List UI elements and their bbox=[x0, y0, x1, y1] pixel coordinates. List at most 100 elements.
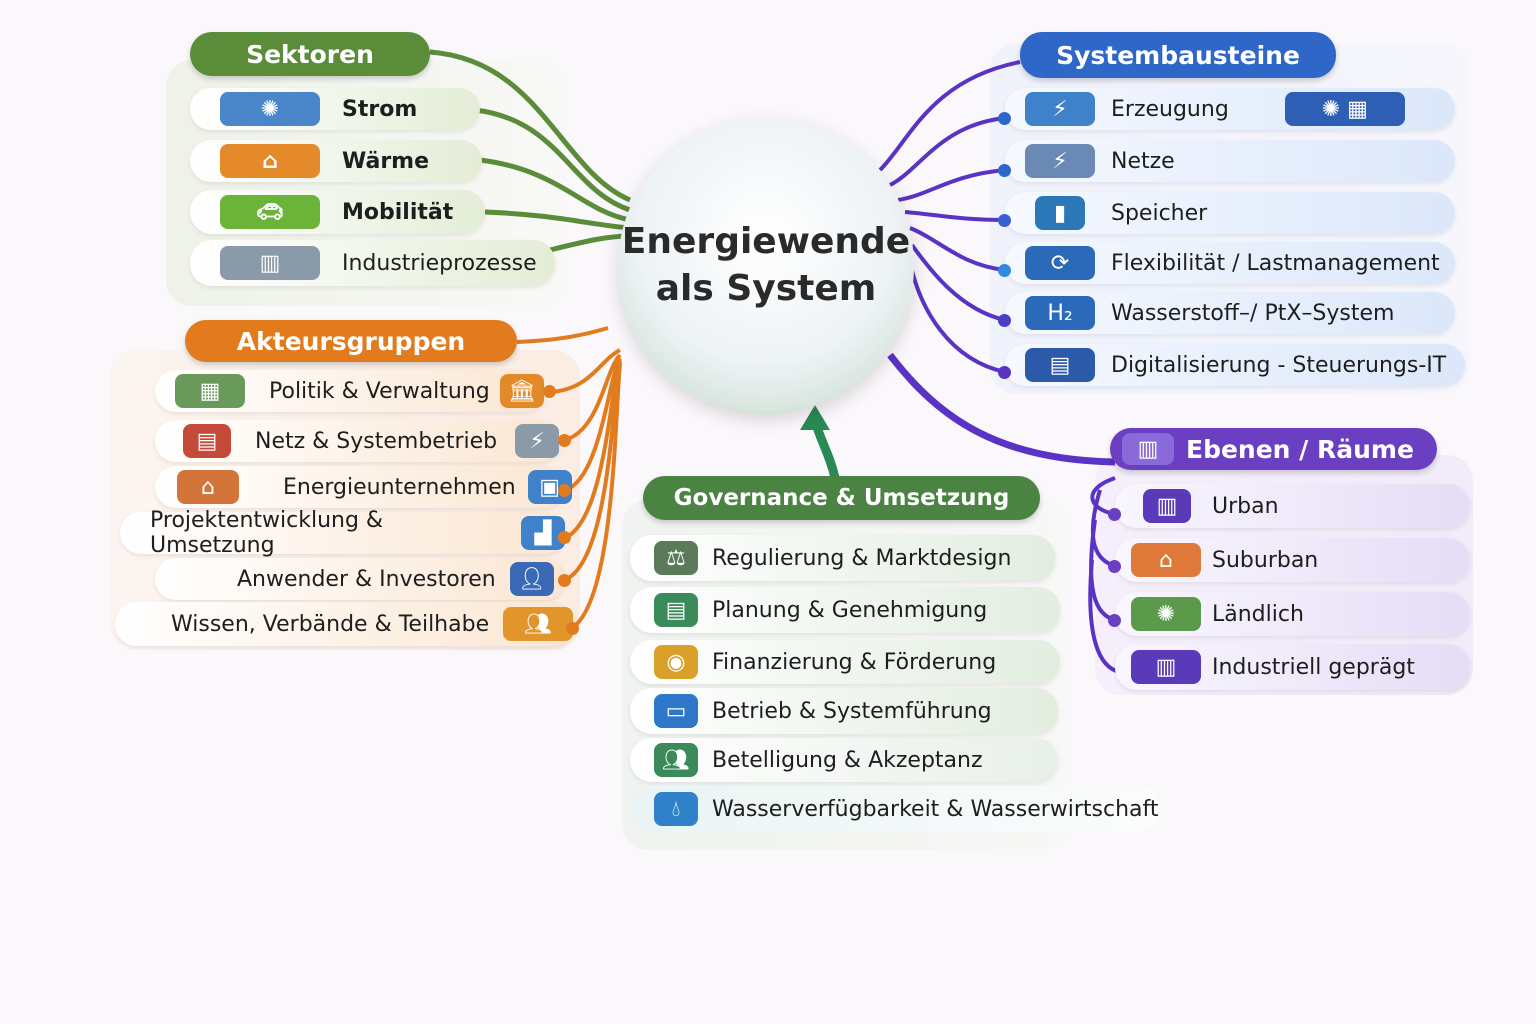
akteur-label: Politik & Verwaltung bbox=[269, 378, 490, 404]
system-label: Netze bbox=[1111, 148, 1175, 174]
connector-dot bbox=[558, 434, 571, 447]
system-label: Speicher bbox=[1111, 200, 1208, 226]
governance-item[interactable]: ▭ Betrieb & Systemführung bbox=[630, 688, 1058, 734]
system-label: Erzeugung bbox=[1111, 96, 1229, 122]
ebene-label: Industriell geprägt bbox=[1212, 654, 1415, 680]
akteur-item[interactable]: Anwender & Investoren 👤︎ bbox=[155, 558, 565, 600]
akteur-item[interactable]: ▤ Netz & Systembetrieb ⚡︎ bbox=[155, 420, 560, 462]
connector-dot bbox=[998, 112, 1011, 125]
governance-label: Betelligung & Akzeptanz bbox=[712, 747, 983, 773]
central-topic[interactable]: Energiewende als System bbox=[618, 118, 914, 414]
ebene-item[interactable]: ⌂ Suburban bbox=[1115, 538, 1470, 582]
system-header[interactable]: Systembausteine bbox=[1020, 32, 1336, 78]
buildings-icon: ▥ bbox=[1122, 433, 1174, 465]
participation-icon: 👥︎ bbox=[654, 743, 698, 777]
generation-icon: ⚡︎ bbox=[1025, 92, 1095, 126]
akteur-label: Anwender & Investoren bbox=[237, 566, 496, 592]
governance-item[interactable]: ⚖︎ Regulierung & Marktdesign bbox=[630, 535, 1055, 581]
investor-icon: 👤︎ bbox=[509, 562, 554, 596]
plant-icon: ⌂ bbox=[177, 470, 239, 504]
ebene-item[interactable]: ▥ Industriell geprägt bbox=[1115, 644, 1470, 690]
akteur-label: Wissen, Verbände & Teilhabe bbox=[171, 611, 490, 637]
connector-dot bbox=[566, 622, 579, 635]
akteur-item[interactable]: ⌂Energieunternehmen▣ bbox=[155, 466, 572, 508]
connector-dot bbox=[998, 366, 1011, 379]
connector-dot bbox=[998, 264, 1011, 277]
akteur-item[interactable]: ▦ Politik & Verwaltung 🏛︎ bbox=[155, 370, 545, 412]
sektor-label: Wärme bbox=[342, 148, 430, 174]
governance-item[interactable]: ▤ Planung & Genehmigung bbox=[630, 587, 1060, 633]
ebene-item[interactable]: ✺ Ländlich bbox=[1115, 592, 1470, 636]
coins-icon: ◉ bbox=[654, 645, 698, 679]
system-item[interactable]: ▤ Digitalisierung - Steuerungs-IT bbox=[1005, 344, 1465, 386]
ebene-item[interactable]: ▥ Urban bbox=[1115, 484, 1470, 528]
ebenen-header[interactable]: ▥ Ebenen / Räume bbox=[1110, 428, 1437, 470]
governance-header[interactable]: Governance & Umsetzung bbox=[643, 476, 1040, 520]
governance-label: Regulierung & Marktdesign bbox=[712, 545, 1012, 571]
control-room-icon: ▤ bbox=[183, 424, 231, 458]
center-title-line2: als System bbox=[655, 268, 877, 309]
connector-dot bbox=[1108, 560, 1121, 573]
ebene-label: Urban bbox=[1212, 493, 1279, 519]
system-label: Flexibilität / Lastmanagement bbox=[1111, 250, 1440, 276]
connector-dot bbox=[1108, 508, 1121, 521]
ebenen-title: Ebenen / Räume bbox=[1186, 434, 1414, 464]
akteur-label: Netz & Systembetrieb bbox=[255, 428, 498, 454]
flexibility-icon: ⟳ bbox=[1025, 246, 1095, 280]
connector-dot bbox=[558, 484, 571, 497]
system-item[interactable]: ⚡︎ Netze bbox=[1005, 140, 1455, 182]
connector-dot bbox=[558, 531, 571, 544]
wind-solar-icon: ✺ bbox=[220, 92, 320, 126]
connector-dot bbox=[1108, 614, 1121, 627]
akteur-item[interactable]: Projektentwicklung & Umsetzung▟ bbox=[120, 508, 565, 558]
center-title-line1: Energiewende bbox=[621, 221, 911, 263]
connector-dot bbox=[998, 314, 1011, 327]
suburb-icon: ⌂ bbox=[1131, 543, 1201, 577]
sektor-item-waerme[interactable]: ⌂ Wärme bbox=[190, 140, 482, 182]
house-heat-icon: ⌂ bbox=[220, 144, 320, 178]
governance-label: Planung & Genehmigung bbox=[712, 597, 988, 623]
ebene-label: Ländlich bbox=[1212, 601, 1304, 627]
sektoren-header[interactable]: Sektoren bbox=[190, 32, 430, 76]
sektor-item-strom[interactable]: ✺Strom bbox=[190, 88, 480, 130]
pylon-icon: ⚡︎ bbox=[515, 424, 560, 458]
connector-dot bbox=[543, 385, 556, 398]
grid-icon: ⚡︎ bbox=[1025, 144, 1095, 178]
monitor-icon: ▭ bbox=[654, 694, 698, 728]
sektor-label: Industrieprozesse bbox=[342, 250, 537, 276]
digital-icon: ▤ bbox=[1025, 348, 1095, 382]
battery-icon: ▮ bbox=[1035, 196, 1085, 230]
connector-dot bbox=[998, 214, 1011, 227]
system-item[interactable]: ⚡︎ Erzeugung ✺ ▦ bbox=[1005, 88, 1455, 130]
scales-icon: ⚖︎ bbox=[654, 541, 698, 575]
system-item[interactable]: ▮ Speicher bbox=[1005, 192, 1455, 234]
sektor-label: Mobilität bbox=[342, 199, 454, 225]
factory-icon: ▥ bbox=[220, 246, 320, 280]
government-icon: 🏛︎ bbox=[499, 374, 544, 408]
city-icon: ▥ bbox=[1143, 489, 1191, 523]
governance-label: Wasserverfügbarkeit & Wasserwirtschaft bbox=[712, 796, 1159, 822]
akteure-header[interactable]: Akteursgruppen bbox=[185, 320, 517, 362]
governance-item[interactable]: ◉Finanzierung & Förderung bbox=[630, 640, 1060, 684]
governance-item[interactable]: 👥︎ Betelligung & Akzeptanz bbox=[630, 738, 1058, 782]
wind-solar-icon: ✺ ▦ bbox=[1284, 92, 1405, 126]
city-hall-icon: ▦ bbox=[175, 374, 245, 408]
governance-label: Betrieb & Systemführung bbox=[712, 698, 992, 724]
water-drops-icon: 💧︎ bbox=[654, 792, 698, 826]
sektor-item-industrie[interactable]: ▥ Industrieprozesse bbox=[190, 240, 555, 286]
system-label: Digitalisierung - Steuerungs-IT bbox=[1111, 352, 1447, 378]
document-icon: ▤ bbox=[654, 593, 698, 627]
governance-item[interactable]: 💧︎ Wasserverfügbarkeit & Wasserwirtschaft bbox=[630, 786, 1160, 832]
hydrogen-icon: H₂ bbox=[1025, 296, 1095, 330]
electric-car-icon: 🚗︎ bbox=[220, 195, 320, 229]
industrial-icon: ▥ bbox=[1131, 650, 1201, 684]
akteur-label: Projektentwicklung & Umsetzung bbox=[150, 508, 384, 558]
connector-dot bbox=[558, 574, 571, 587]
rural-icon: ✺ bbox=[1131, 597, 1201, 631]
sektor-item-mobilitaet[interactable]: 🚗︎ Mobilität bbox=[190, 190, 485, 234]
system-item[interactable]: ⟳ Flexibilität / Lastmanagement bbox=[1005, 242, 1455, 284]
connector-dot bbox=[998, 164, 1011, 177]
akteur-item[interactable]: Wissen, Verbände & Teilhabe👥︎ bbox=[115, 602, 575, 646]
ebene-label: Suburban bbox=[1212, 547, 1319, 573]
